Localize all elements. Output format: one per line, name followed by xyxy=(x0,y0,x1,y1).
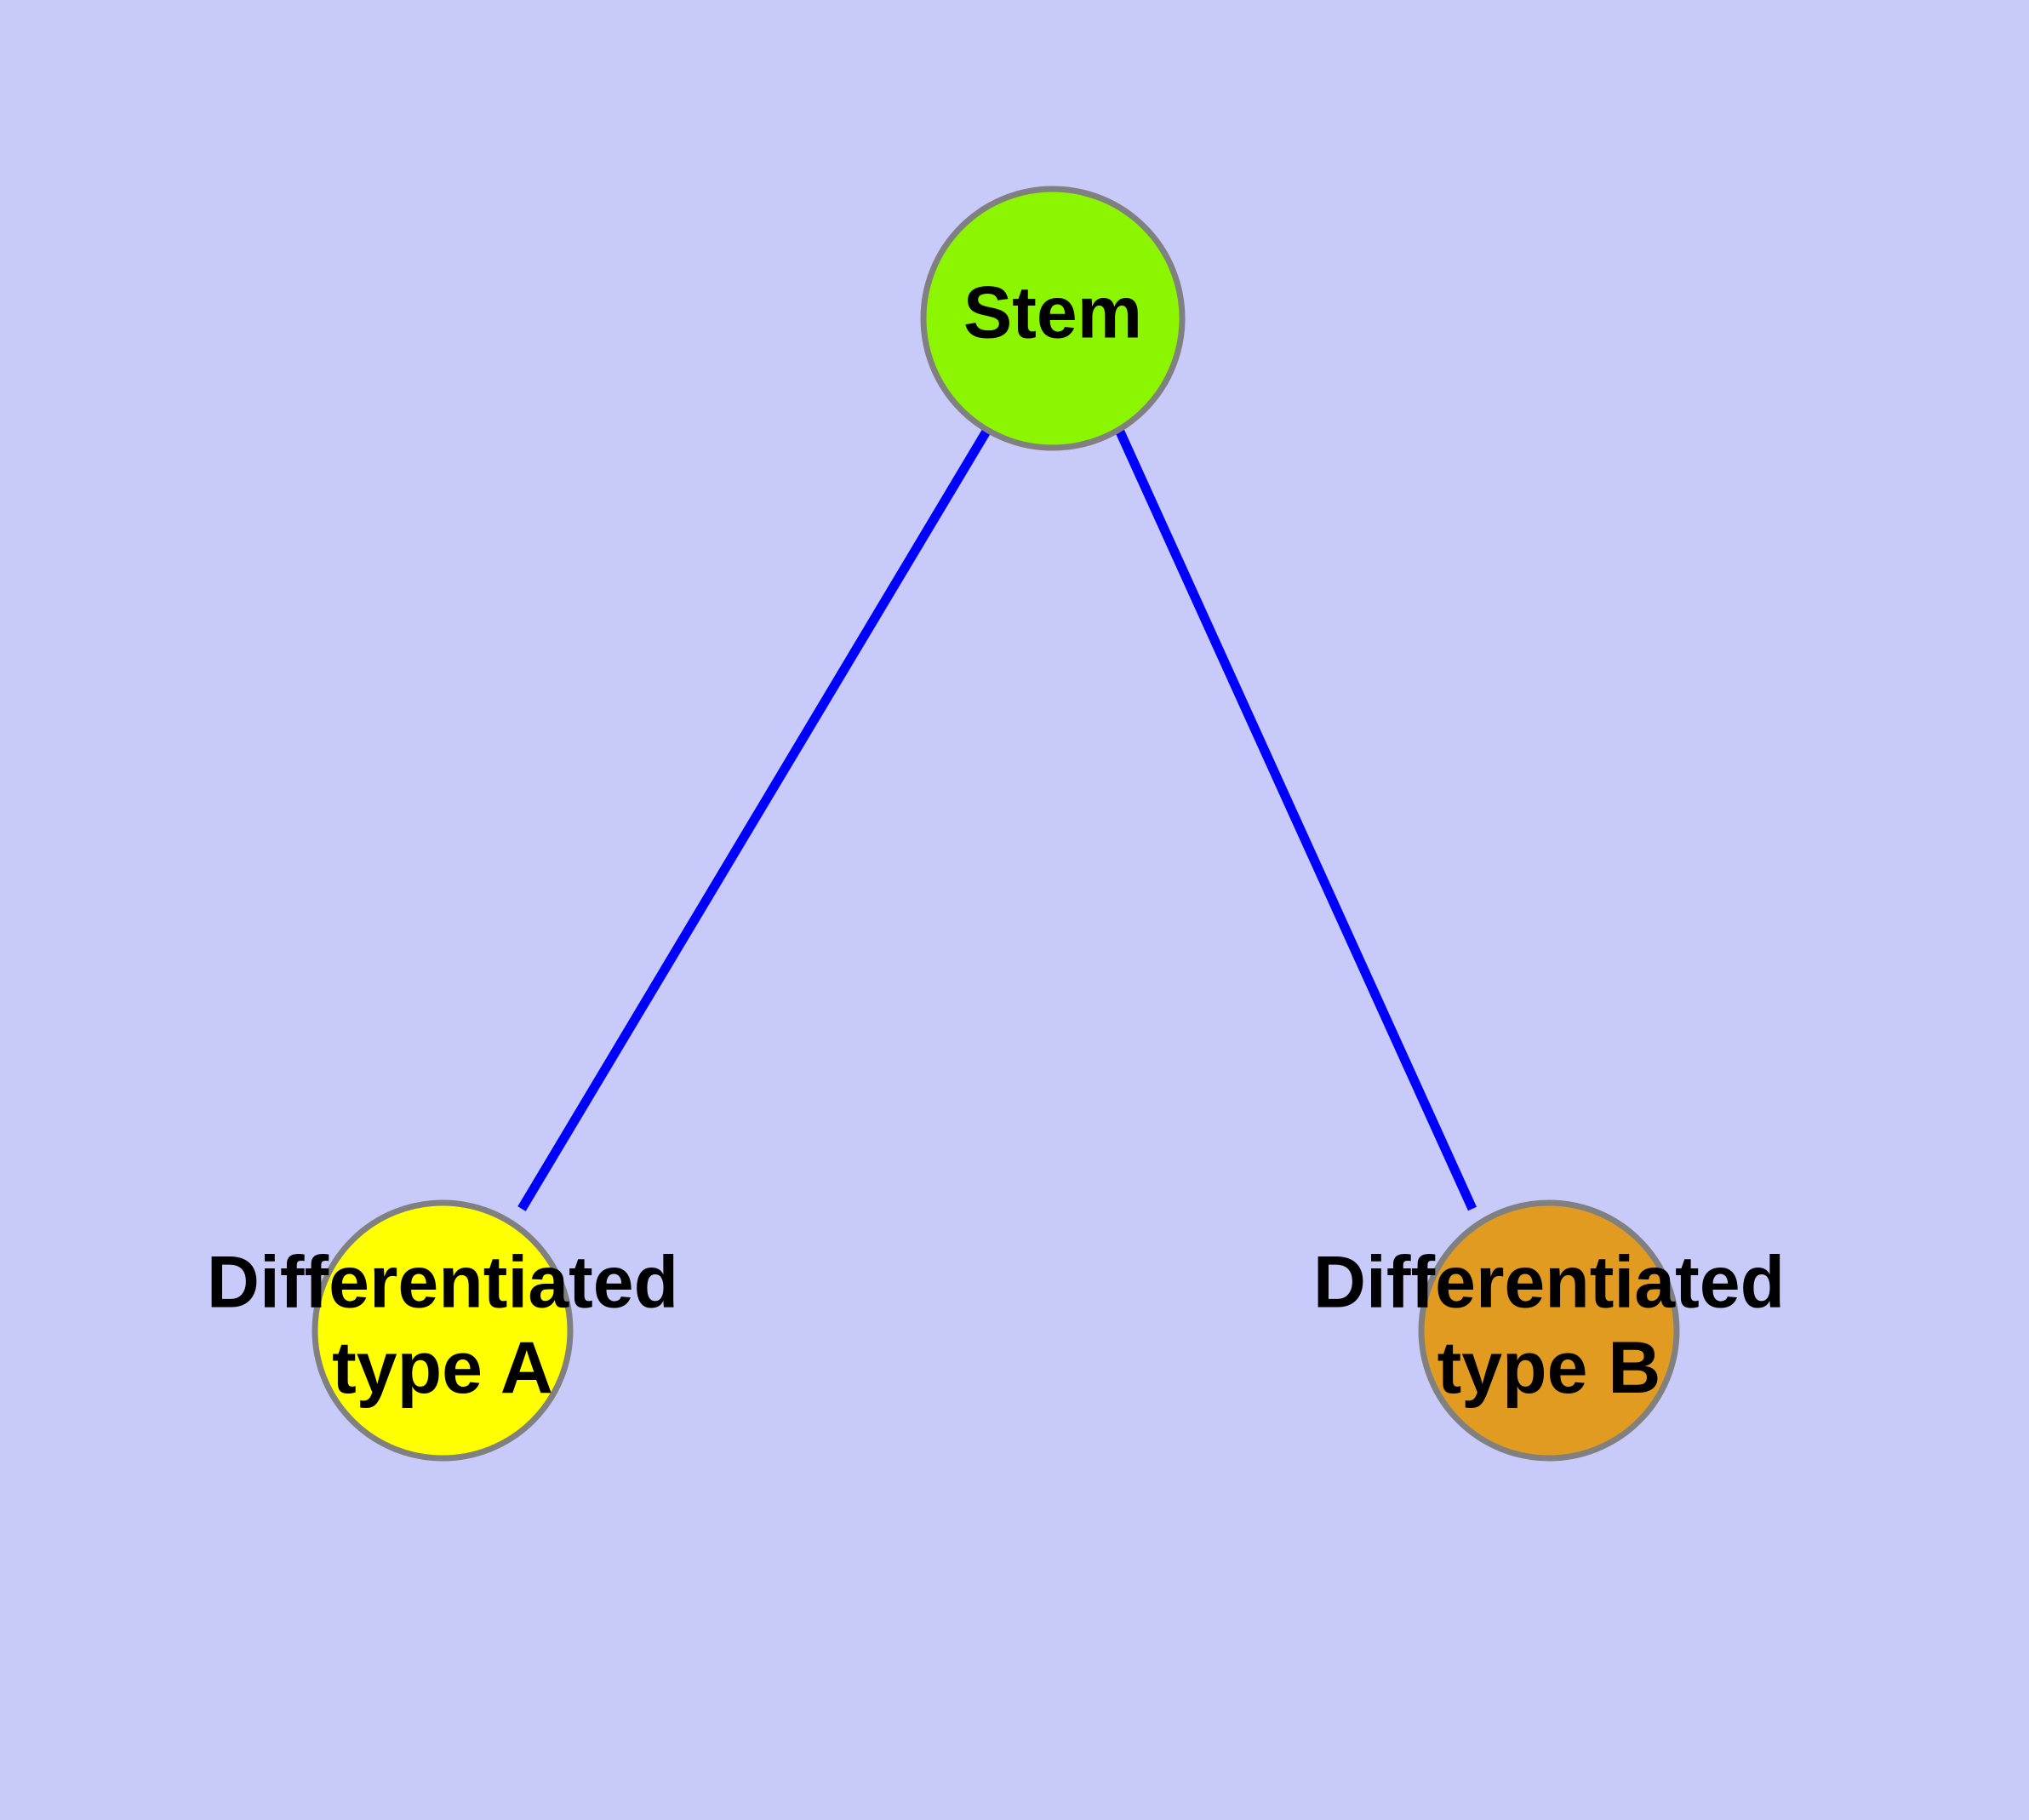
node-stem[interactable]: Stem xyxy=(920,186,1186,451)
node-differentiated-type-b-label-line2: type B xyxy=(1437,1327,1661,1409)
node-layer: Stem Differentiated type A Differentiate… xyxy=(207,186,1785,1462)
edge-stem-to-differentiated-type-b xyxy=(1114,427,1477,1211)
node-stem-label: Stem xyxy=(963,272,1142,354)
node-differentiated-type-b-label-line1: Differentiated xyxy=(1313,1241,1785,1323)
node-differentiated-type-a-label-line2: type A xyxy=(332,1327,553,1409)
node-differentiated-type-b[interactable]: Differentiated type B xyxy=(1313,1199,1785,1462)
edge-stem-to-differentiated-type-a xyxy=(517,427,992,1211)
node-differentiated-type-a-circle[interactable] xyxy=(311,1199,574,1462)
node-differentiated-type-a-label-line1: Differentiated xyxy=(207,1241,678,1323)
node-differentiated-type-b-circle[interactable] xyxy=(1418,1199,1680,1462)
node-differentiated-type-a[interactable]: Differentiated type A xyxy=(207,1199,678,1462)
node-stem-circle[interactable] xyxy=(920,186,1186,451)
edge-layer xyxy=(517,427,1477,1211)
